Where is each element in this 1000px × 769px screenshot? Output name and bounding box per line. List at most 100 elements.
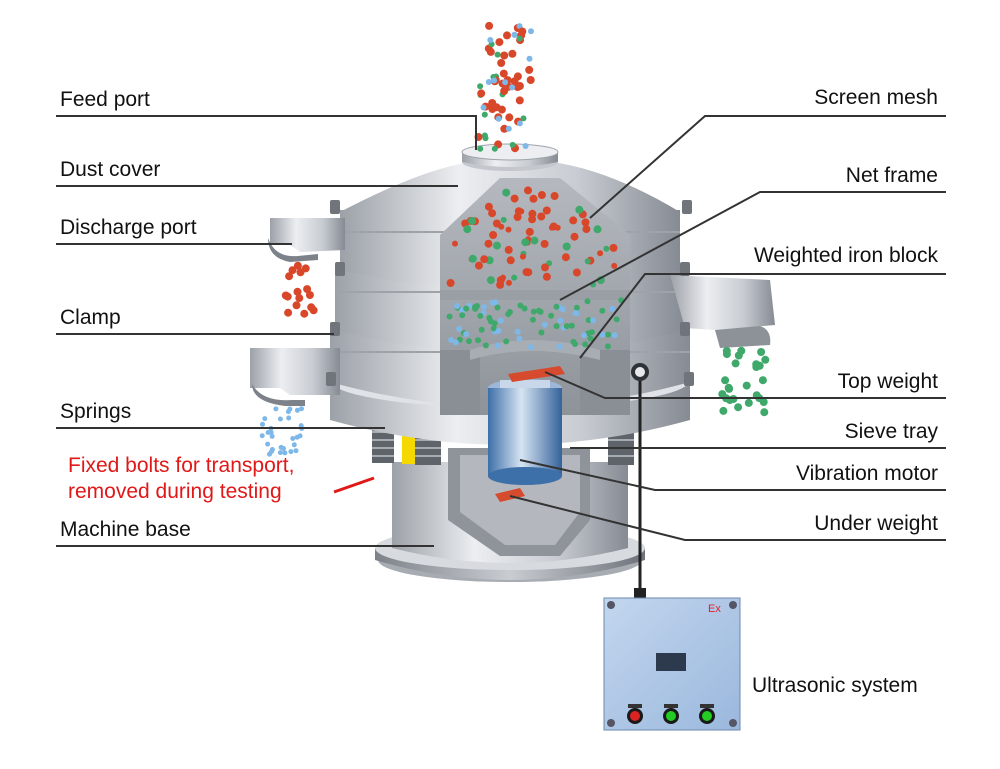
particle xyxy=(508,49,517,58)
particle xyxy=(493,241,501,250)
particle xyxy=(497,105,506,114)
particle xyxy=(459,312,466,319)
particle xyxy=(742,381,751,390)
vibration-motor xyxy=(488,366,565,502)
particle xyxy=(281,446,286,451)
particle xyxy=(463,225,472,234)
particle xyxy=(755,361,764,370)
particle xyxy=(582,341,589,348)
particle xyxy=(563,323,570,330)
particle xyxy=(290,436,296,441)
particle xyxy=(292,301,301,310)
particle xyxy=(286,415,292,421)
particle xyxy=(572,341,578,347)
particle xyxy=(584,258,591,265)
particle xyxy=(599,331,606,338)
particle xyxy=(293,261,302,270)
particle xyxy=(725,384,734,393)
particle xyxy=(521,305,528,312)
particle xyxy=(477,312,484,319)
particle xyxy=(530,316,536,323)
label-dust-cover: Dust cover xyxy=(60,158,161,181)
particle xyxy=(273,406,279,412)
particle xyxy=(510,77,519,86)
particle xyxy=(553,323,560,330)
particle xyxy=(499,69,508,78)
ex-mark: Ex xyxy=(708,603,721,615)
particle xyxy=(522,143,529,149)
particle xyxy=(491,145,498,152)
particle xyxy=(548,312,555,319)
particle xyxy=(475,337,481,344)
particle xyxy=(514,328,521,335)
particle xyxy=(496,280,505,289)
particle xyxy=(581,218,590,227)
particle xyxy=(452,240,458,247)
particle xyxy=(521,238,530,247)
particle xyxy=(611,262,618,269)
particle xyxy=(477,145,484,152)
particle xyxy=(268,449,274,455)
particle xyxy=(515,96,524,105)
particle xyxy=(516,120,523,127)
particle xyxy=(542,272,551,281)
label-fixed-bolts-line2: removed during testing xyxy=(68,480,282,503)
particle xyxy=(744,398,753,407)
particles xyxy=(259,21,770,457)
particle xyxy=(542,206,551,215)
particle xyxy=(526,55,533,62)
label-feed-port: Feed port xyxy=(60,88,150,111)
particle xyxy=(556,343,563,350)
particle xyxy=(500,216,507,223)
label-under-weight: Under weight xyxy=(814,512,938,535)
particle xyxy=(486,276,495,285)
particle xyxy=(506,279,512,286)
particle xyxy=(502,79,509,86)
label-sieve-tray: Sieve tray xyxy=(844,420,938,443)
particle xyxy=(611,332,618,339)
particle xyxy=(284,308,293,317)
particle xyxy=(262,416,268,422)
particle xyxy=(572,310,579,317)
particle xyxy=(737,346,746,355)
ultrasonic-control-box: Ex xyxy=(603,597,741,731)
particle xyxy=(516,23,523,30)
particle xyxy=(520,115,527,122)
particle xyxy=(495,115,502,122)
particle xyxy=(518,27,527,36)
particle xyxy=(525,227,534,236)
particle xyxy=(294,407,300,413)
particle xyxy=(485,79,492,85)
particle xyxy=(569,216,578,225)
particle xyxy=(613,316,620,323)
particle xyxy=(582,225,591,234)
particle xyxy=(500,124,509,133)
particle xyxy=(515,82,524,90)
particle xyxy=(494,51,501,58)
particle xyxy=(526,76,535,84)
particle xyxy=(481,304,487,310)
label-springs: Springs xyxy=(60,400,132,423)
particle xyxy=(282,450,288,456)
particle xyxy=(587,335,594,342)
particle xyxy=(537,191,546,199)
particle xyxy=(528,215,537,224)
particle xyxy=(463,331,470,338)
particle xyxy=(505,113,514,122)
particle xyxy=(277,416,283,422)
label-vibration-motor: Vibration motor xyxy=(795,462,938,485)
particle xyxy=(524,268,533,277)
particle xyxy=(599,307,606,314)
particle xyxy=(463,305,470,312)
particle xyxy=(529,194,538,203)
particle xyxy=(760,408,769,417)
particle xyxy=(486,47,495,56)
particle xyxy=(300,309,309,318)
label-weighted-iron-block: Weighted iron block xyxy=(753,244,938,267)
particle xyxy=(597,250,604,257)
particle xyxy=(494,304,501,311)
particle xyxy=(281,291,290,300)
label-machine-base: Machine base xyxy=(60,518,191,541)
label-ultrasonic-system: Ultrasonic system xyxy=(752,674,918,697)
particle xyxy=(291,442,297,448)
